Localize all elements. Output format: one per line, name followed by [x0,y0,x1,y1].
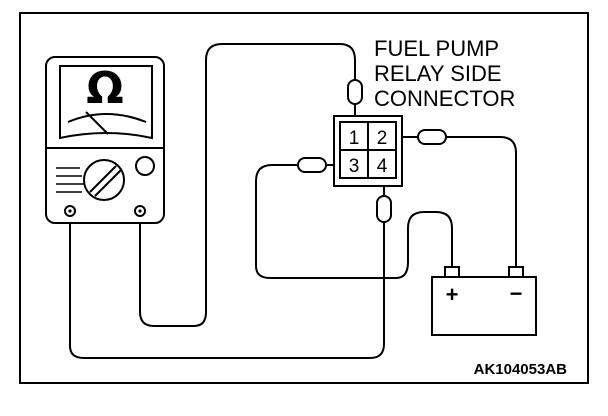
figure-code: AK104053AB [474,361,568,378]
jack-right-center [138,209,142,213]
relay-connector: 1 2 3 4 [333,115,403,187]
battery: + − [431,266,537,336]
selector-knob [83,159,125,201]
battery-positive-sign: + [446,282,459,307]
meter-display [59,65,153,140]
selector-pointer-1 [89,165,117,193]
connector-label-line-3: CONNECTOR [374,86,515,111]
meter-needle [85,111,109,135]
wire-meter-to-pin4 [69,214,385,359]
clip-pin3 [297,157,327,173]
connector-label-line-2: RELAY SIDE [374,61,502,86]
pin-label-2: 2 [377,128,388,149]
clip-pin1 [347,79,363,105]
ohm-symbol: Ω [86,63,123,114]
pin-label-4: 4 [377,156,388,177]
zero-adjust-knob [135,156,155,176]
selector-pointer-2 [94,169,122,197]
battery-negative-sign: − [510,281,523,306]
meter-scale-arc [67,113,147,123]
clip-pin4 [376,195,392,223]
multimeter: Ω [45,56,165,224]
pin-label-3: 3 [349,156,360,177]
battery-post-negative [508,266,524,278]
battery-post-positive [444,266,460,278]
clip-pin2 [417,129,447,145]
jack-left-center [68,209,72,213]
wire-pin2-to-battery-negative [445,136,517,268]
battery-body [431,276,537,336]
pin-label-1: 1 [349,128,360,149]
wire-meter-to-pin1 [139,43,356,327]
diagram-frame [19,12,589,384]
wire-pin3-to-battery-positive [255,164,453,279]
connector-label-line-1: FUEL PUMP [374,36,499,61]
